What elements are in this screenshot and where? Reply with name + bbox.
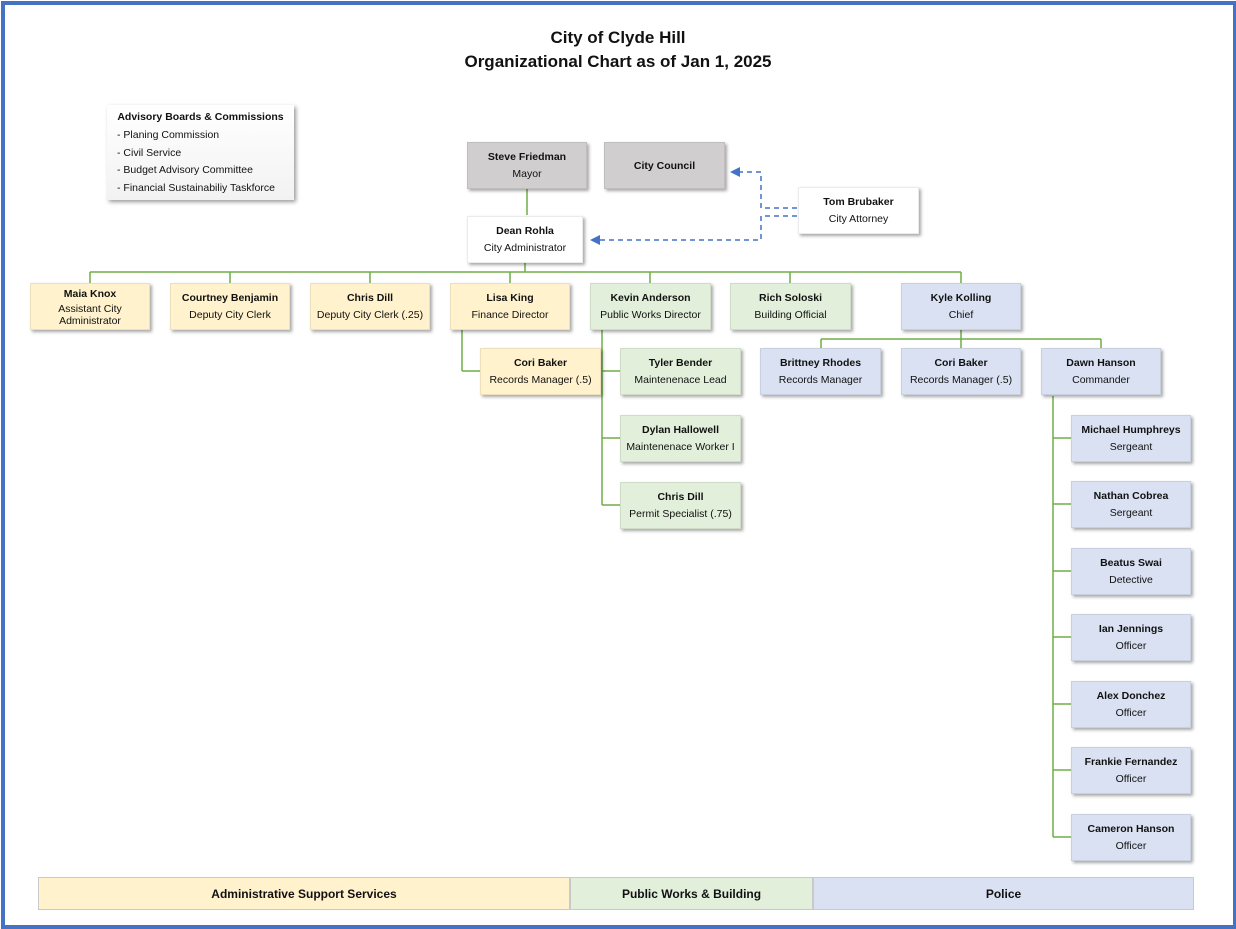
beatus-swai-box: Beatus Swai Detective xyxy=(1071,548,1191,595)
person-role: Permit Specialist (.75) xyxy=(629,508,732,520)
person-role: Officer xyxy=(1115,707,1147,719)
advisory-heading: Advisory Boards & Commissions xyxy=(117,111,284,123)
person-name: Michael Humphreys xyxy=(1081,424,1181,436)
person-name: Cori Baker xyxy=(513,357,568,369)
person-name: Tom Brubaker xyxy=(823,196,894,208)
brittney-rhodes-box: Brittney Rhodes Records Manager xyxy=(760,348,881,395)
courtney-benjamin-box: Courtney Benjamin Deputy City Clerk xyxy=(170,283,290,330)
person-name: Dean Rohla xyxy=(496,225,554,237)
person-name: Alex Donchez xyxy=(1096,690,1166,702)
person-name: Kevin Anderson xyxy=(610,292,691,304)
person-role: Deputy City Clerk (.25) xyxy=(316,309,424,321)
advisory-item: - Planing Commission xyxy=(117,129,220,141)
mayor-box: Steve Friedman Mayor xyxy=(467,142,587,189)
person-name: Frankie Fernandez xyxy=(1084,756,1178,768)
advisory-item: - Budget Advisory Committee xyxy=(117,164,253,176)
person-role: Sergeant xyxy=(1109,507,1153,519)
person-role: Mayor xyxy=(512,168,542,180)
person-name: Lisa King xyxy=(486,292,534,304)
person-name: Chris Dill xyxy=(657,491,704,503)
person-role: City Administrator xyxy=(483,242,567,254)
person-name: Steve Friedman xyxy=(487,151,567,163)
person-role: Finance Director xyxy=(471,309,549,321)
advisory-item: - Financial Sustainabiliy Taskforce xyxy=(117,181,275,194)
person-name: City Council xyxy=(633,159,696,172)
person-name: Dawn Hanson xyxy=(1066,357,1136,369)
person-role: Officer xyxy=(1115,773,1147,785)
person-name: Beatus Swai xyxy=(1100,557,1162,569)
michael-humphreys-box: Michael Humphreys Sergeant xyxy=(1071,415,1191,462)
city-council-box: City Council xyxy=(604,142,725,189)
person-name: Ian Jennings xyxy=(1098,623,1164,635)
person-name: Tyler Bender xyxy=(648,357,713,369)
person-role: Chief xyxy=(948,309,974,321)
city-administrator-box: Dean Rohla City Administrator xyxy=(467,216,583,263)
city-attorney-box: Tom Brubaker City Attorney xyxy=(798,187,919,234)
person-role: Officer xyxy=(1115,640,1147,652)
person-role: Deputy City Clerk xyxy=(189,309,271,321)
advisory-boards-panel: Advisory Boards & Commissions - Planing … xyxy=(107,105,294,200)
person-role: Maintenenace Lead xyxy=(634,374,727,386)
person-role: Records Manager (.5) xyxy=(909,374,1013,386)
person-name: Cori Baker xyxy=(934,357,988,369)
ian-jennings-box: Ian Jennings Officer xyxy=(1071,614,1191,661)
person-role: Officer xyxy=(1115,840,1147,852)
legend-police: Police xyxy=(813,877,1194,910)
frankie-fernandez-box: Frankie Fernandez Officer xyxy=(1071,747,1191,794)
person-role: Detective xyxy=(1109,574,1153,586)
person-name: Cameron Hanson xyxy=(1087,823,1175,835)
maia-knox-box: Maia Knox Assistant City Administrator xyxy=(30,283,150,330)
dylan-hallowell-box: Dylan Hallowell Maintenenace Worker I xyxy=(620,415,741,462)
alex-donchez-box: Alex Donchez Officer xyxy=(1071,681,1191,728)
person-role: Building Official xyxy=(754,309,827,321)
chart-subtitle: Organizational Chart as of Jan 1, 2025 xyxy=(464,52,772,71)
person-name: Nathan Cobrea xyxy=(1093,490,1169,502)
nathan-cobrea-box: Nathan Cobrea Sergeant xyxy=(1071,481,1191,528)
kyle-kolling-box: Kyle Kolling Chief xyxy=(901,283,1021,330)
advisory-item: - Civil Service xyxy=(117,146,182,159)
legend-admin-support: Administrative Support Services xyxy=(38,877,570,910)
person-role: Public Works Director xyxy=(600,309,701,321)
person-role: City Attorney xyxy=(828,213,889,225)
cameron-hanson-box: Cameron Hanson Officer xyxy=(1071,814,1191,861)
person-name: Dylan Hallowell xyxy=(641,424,720,436)
person-role: Records Manager xyxy=(778,374,863,386)
person-role: Sergeant xyxy=(1109,441,1153,453)
person-name: Chris Dill xyxy=(346,292,394,304)
tyler-bender-box: Tyler Bender Maintenenace Lead xyxy=(620,348,741,395)
person-name: Maia Knox xyxy=(63,287,117,300)
person-name: Kyle Kolling xyxy=(930,292,992,304)
person-role: Maintenenace Worker I xyxy=(626,441,735,453)
person-name: Courtney Benjamin xyxy=(181,292,279,304)
kevin-anderson-box: Kevin Anderson Public Works Director xyxy=(590,283,711,330)
person-role: Records Manager (.5) xyxy=(489,374,592,386)
chris-dill-permit-box: Chris Dill Permit Specialist (.75) xyxy=(620,482,741,529)
chris-dill-clerk-box: Chris Dill Deputy City Clerk (.25) xyxy=(310,283,430,330)
person-role: Commander xyxy=(1072,374,1130,386)
dawn-hanson-box: Dawn Hanson Commander xyxy=(1041,348,1161,395)
person-name: Rich Soloski xyxy=(758,292,822,304)
chart-title: City of Clyde Hill xyxy=(550,28,686,47)
rich-soloski-box: Rich Soloski Building Official xyxy=(730,283,851,330)
person-role: Assistant City Administrator xyxy=(58,302,122,327)
cori-baker-police-box: Cori Baker Records Manager (.5) xyxy=(901,348,1021,395)
cori-baker-finance-box: Cori Baker Records Manager (.5) xyxy=(480,348,601,395)
lisa-king-box: Lisa King Finance Director xyxy=(450,283,570,330)
legend-public-works: Public Works & Building xyxy=(570,877,813,910)
person-name: Brittney Rhodes xyxy=(779,357,862,369)
